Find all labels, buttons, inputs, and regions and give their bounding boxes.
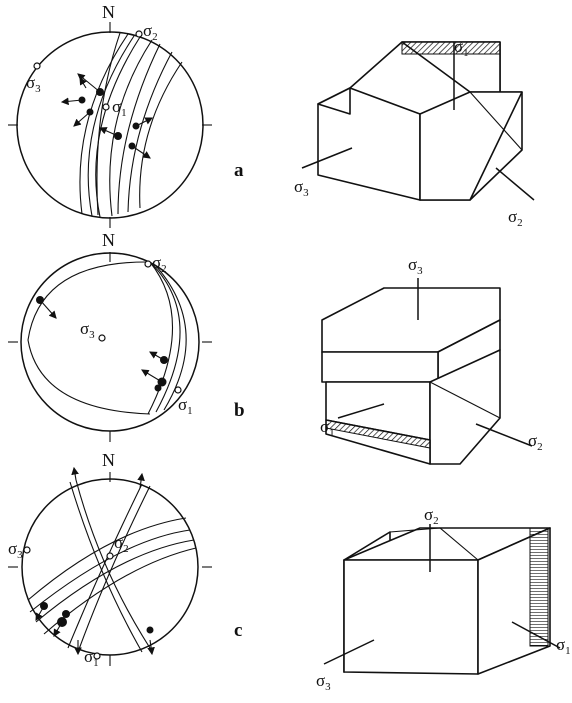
sigma3-axis-a	[301, 147, 353, 169]
sigma3-label-c: σ3	[8, 539, 23, 561]
block-sigma3-c: σ3	[316, 671, 331, 693]
block-sigma2-a: σ2	[508, 207, 523, 229]
stereonet-c: N σ2 σ3	[8, 450, 212, 669]
block-sigma1-b: σ1	[320, 417, 335, 439]
block-diagram-c: σ2 σ3 σ1	[316, 505, 571, 693]
block-sigma3-a: σ3	[294, 177, 309, 199]
block-sigma1-a: σ1	[454, 37, 469, 59]
stereonet-a: N	[8, 2, 212, 228]
block-sigma3-b: σ3	[408, 255, 423, 277]
sigma1-axis-c	[511, 621, 561, 649]
block-sigma1-c: σ1	[556, 635, 571, 657]
sigma2-axis-b	[475, 423, 533, 447]
stereonet-b: N σ2 σ3 σ1	[8, 230, 212, 442]
primitive-circle-b	[20, 252, 200, 432]
block-sigma2-b: σ2	[528, 431, 543, 453]
primitive-circle-c	[21, 478, 199, 656]
panel-label-b: b	[234, 400, 245, 421]
sigma3-label-b: σ3	[80, 319, 95, 341]
sigma3-label-a: σ3	[26, 73, 41, 95]
block-sigma2-c: σ2	[424, 505, 439, 527]
slip-vectors-a	[60, 73, 153, 159]
north-label-a: N	[102, 2, 115, 22]
slip-vectors-c	[35, 466, 155, 656]
block-diagram-b: σ3 σ1 σ2	[320, 255, 543, 465]
sigma2-axis-a	[495, 167, 535, 201]
block-diagram-a: σ1 σ3 σ2	[294, 37, 535, 229]
panel-label-a: a	[234, 160, 244, 181]
sigma2-label-a: σ2	[143, 21, 158, 43]
north-label-b: N	[102, 230, 115, 250]
sigma1-label-c: σ1	[84, 647, 99, 669]
fault-planes-a	[79, 32, 183, 218]
sigma3-axis-c	[323, 639, 375, 665]
sigma1-axis-b	[337, 403, 385, 419]
sigma1-label-b: σ1	[178, 395, 193, 417]
panel-label-c: c	[234, 620, 242, 641]
sigma1-label-a: σ1	[112, 97, 127, 119]
slip-vectors-b	[36, 296, 168, 392]
sigma2-label-c: σ2	[114, 533, 129, 555]
sigma2-label-b: σ2	[152, 253, 167, 275]
north-label-c: N	[102, 450, 115, 470]
fault-planes-b	[27, 261, 187, 415]
fault-planes-c	[27, 479, 197, 653]
